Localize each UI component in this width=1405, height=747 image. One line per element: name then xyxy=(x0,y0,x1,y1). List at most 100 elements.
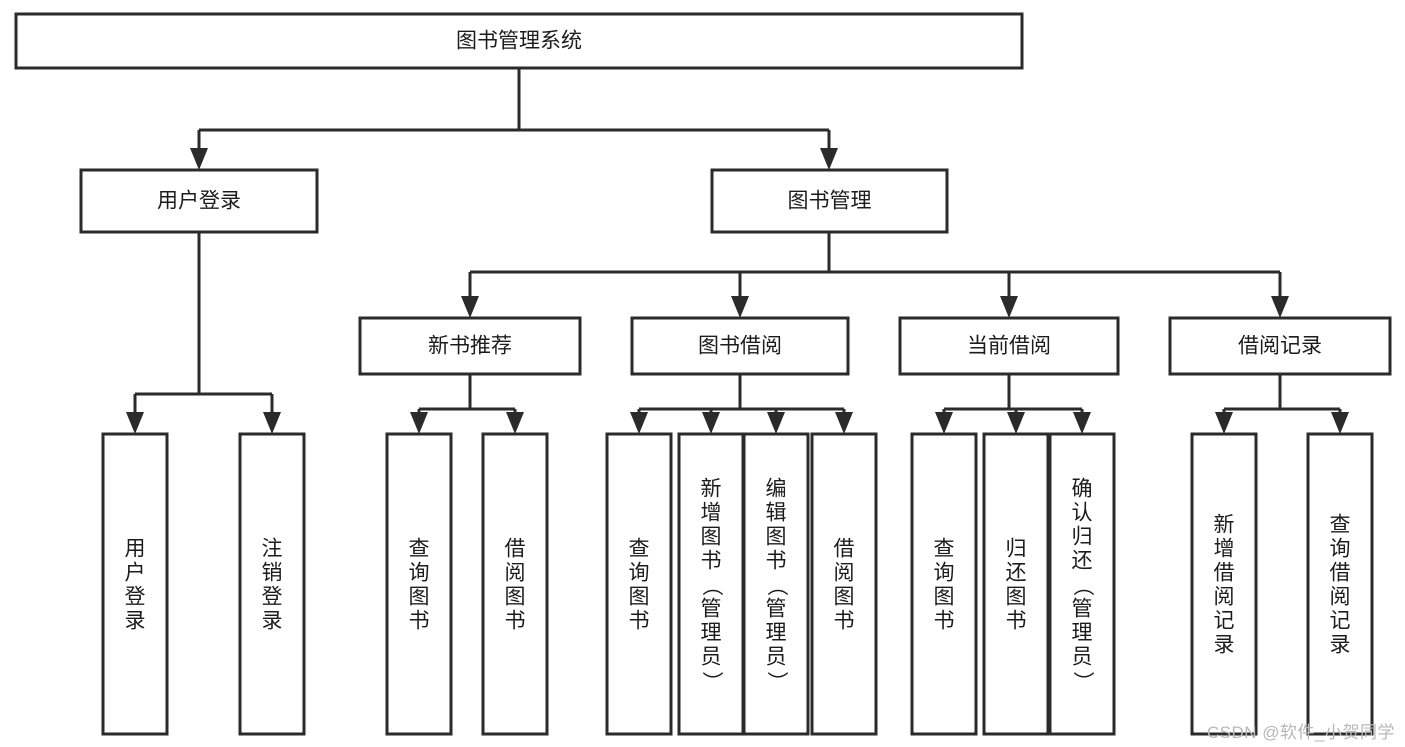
svg-text:录: 录 xyxy=(125,610,146,633)
svg-text:阅: 阅 xyxy=(1214,586,1235,609)
svg-text:认: 认 xyxy=(1072,502,1093,525)
svg-text:）: ） xyxy=(1071,671,1094,692)
svg-text:图: 图 xyxy=(1006,586,1027,609)
svg-text:询: 询 xyxy=(409,562,430,585)
arrow-head-icon xyxy=(935,412,953,434)
svg-text:图: 图 xyxy=(409,586,430,609)
svg-text:询: 询 xyxy=(629,562,650,585)
node-current-borrow[interactable]: 当前借阅 xyxy=(898,316,1120,376)
arrow-head-icon xyxy=(1215,412,1233,434)
svg-text:查: 查 xyxy=(1330,514,1351,537)
svg-text:借: 借 xyxy=(505,538,526,561)
svg-text:登: 登 xyxy=(262,586,283,609)
node-book-management-label: 图书管理 xyxy=(788,190,872,213)
svg-text:书: 书 xyxy=(701,550,722,573)
svg-text:理: 理 xyxy=(1072,622,1093,645)
node-leaf-return-book-box xyxy=(982,432,1050,736)
svg-text:阅: 阅 xyxy=(1330,586,1351,609)
node-borrow-record-box xyxy=(1168,316,1392,376)
svg-text:图: 图 xyxy=(766,526,787,549)
svg-text:员: 员 xyxy=(701,646,722,669)
node-leaf-query-book-1-box xyxy=(385,432,453,736)
node-new-book-recommend-box xyxy=(358,316,582,376)
svg-text:询: 询 xyxy=(934,562,955,585)
svg-text:查: 查 xyxy=(629,538,650,561)
svg-text:录: 录 xyxy=(1214,634,1235,657)
svg-text:管: 管 xyxy=(766,598,787,621)
node-leaf-add-record-box xyxy=(1190,432,1258,736)
arrow-head-icon xyxy=(506,412,524,434)
svg-text:借: 借 xyxy=(1214,562,1235,585)
svg-text:图: 图 xyxy=(834,586,855,609)
node-leaf-query-record-box xyxy=(1306,432,1374,736)
svg-text:员: 员 xyxy=(1072,646,1093,669)
svg-text:（: （ xyxy=(765,575,788,596)
node-borrow-record-label: 借阅记录 xyxy=(1238,335,1322,358)
svg-text:图: 图 xyxy=(505,586,526,609)
svg-text:登: 登 xyxy=(125,586,146,609)
node-book-borrow[interactable]: 图书借阅 xyxy=(630,316,850,376)
node-book-management[interactable]: 图书管理 xyxy=(710,168,949,234)
svg-text:（: （ xyxy=(700,575,723,596)
node-current-borrow-label: 当前借阅 xyxy=(967,335,1051,358)
svg-text:询: 询 xyxy=(1330,538,1351,561)
svg-text:销: 销 xyxy=(262,562,283,585)
arrow-head-icon xyxy=(702,412,720,434)
node-new-book-recommend-label: 新书推荐 xyxy=(428,335,512,358)
arrow-head-icon xyxy=(1000,296,1018,318)
node-new-book-recommend[interactable]: 新书推荐 xyxy=(358,316,582,376)
node-user-login[interactable]: 用户登录 xyxy=(79,168,319,234)
svg-text:辑: 辑 xyxy=(766,502,787,525)
arrow-head-icon xyxy=(1331,412,1349,434)
svg-text:借: 借 xyxy=(834,538,855,561)
svg-text:）: ） xyxy=(700,671,723,692)
node-leaf-borrow-book-1-box xyxy=(481,432,549,736)
svg-text:确: 确 xyxy=(1072,478,1093,501)
watermark-text: CSDN @软件_小贺同学 xyxy=(1206,723,1395,742)
svg-text:理: 理 xyxy=(701,622,722,645)
svg-text:）: ） xyxy=(765,671,788,692)
svg-text:用: 用 xyxy=(125,538,146,561)
connector-layer xyxy=(126,68,1349,434)
svg-text:归: 归 xyxy=(1072,526,1093,549)
svg-text:注: 注 xyxy=(262,538,283,561)
node-leaf-add-book-box xyxy=(677,432,745,736)
node-leaf-user-login[interactable]: 用户登录 xyxy=(101,432,169,736)
svg-text:录: 录 xyxy=(1330,634,1351,657)
svg-text:书: 书 xyxy=(409,610,430,633)
svg-text:借: 借 xyxy=(1330,562,1351,585)
arrow-head-icon xyxy=(126,412,144,434)
arrow-head-icon xyxy=(820,148,838,170)
node-leaf-query-book-3-box xyxy=(910,432,978,736)
svg-text:员: 员 xyxy=(766,646,787,669)
node-leaf-borrow-book-2-box xyxy=(810,432,878,736)
svg-text:管: 管 xyxy=(701,598,722,621)
node-leaf-edit-book-box xyxy=(742,432,810,736)
node-root[interactable]: 图书管理系统 xyxy=(14,12,1024,70)
svg-text:阅: 阅 xyxy=(505,562,526,585)
node-borrow-record[interactable]: 借阅记录 xyxy=(1168,316,1392,376)
svg-text:图: 图 xyxy=(701,526,722,549)
